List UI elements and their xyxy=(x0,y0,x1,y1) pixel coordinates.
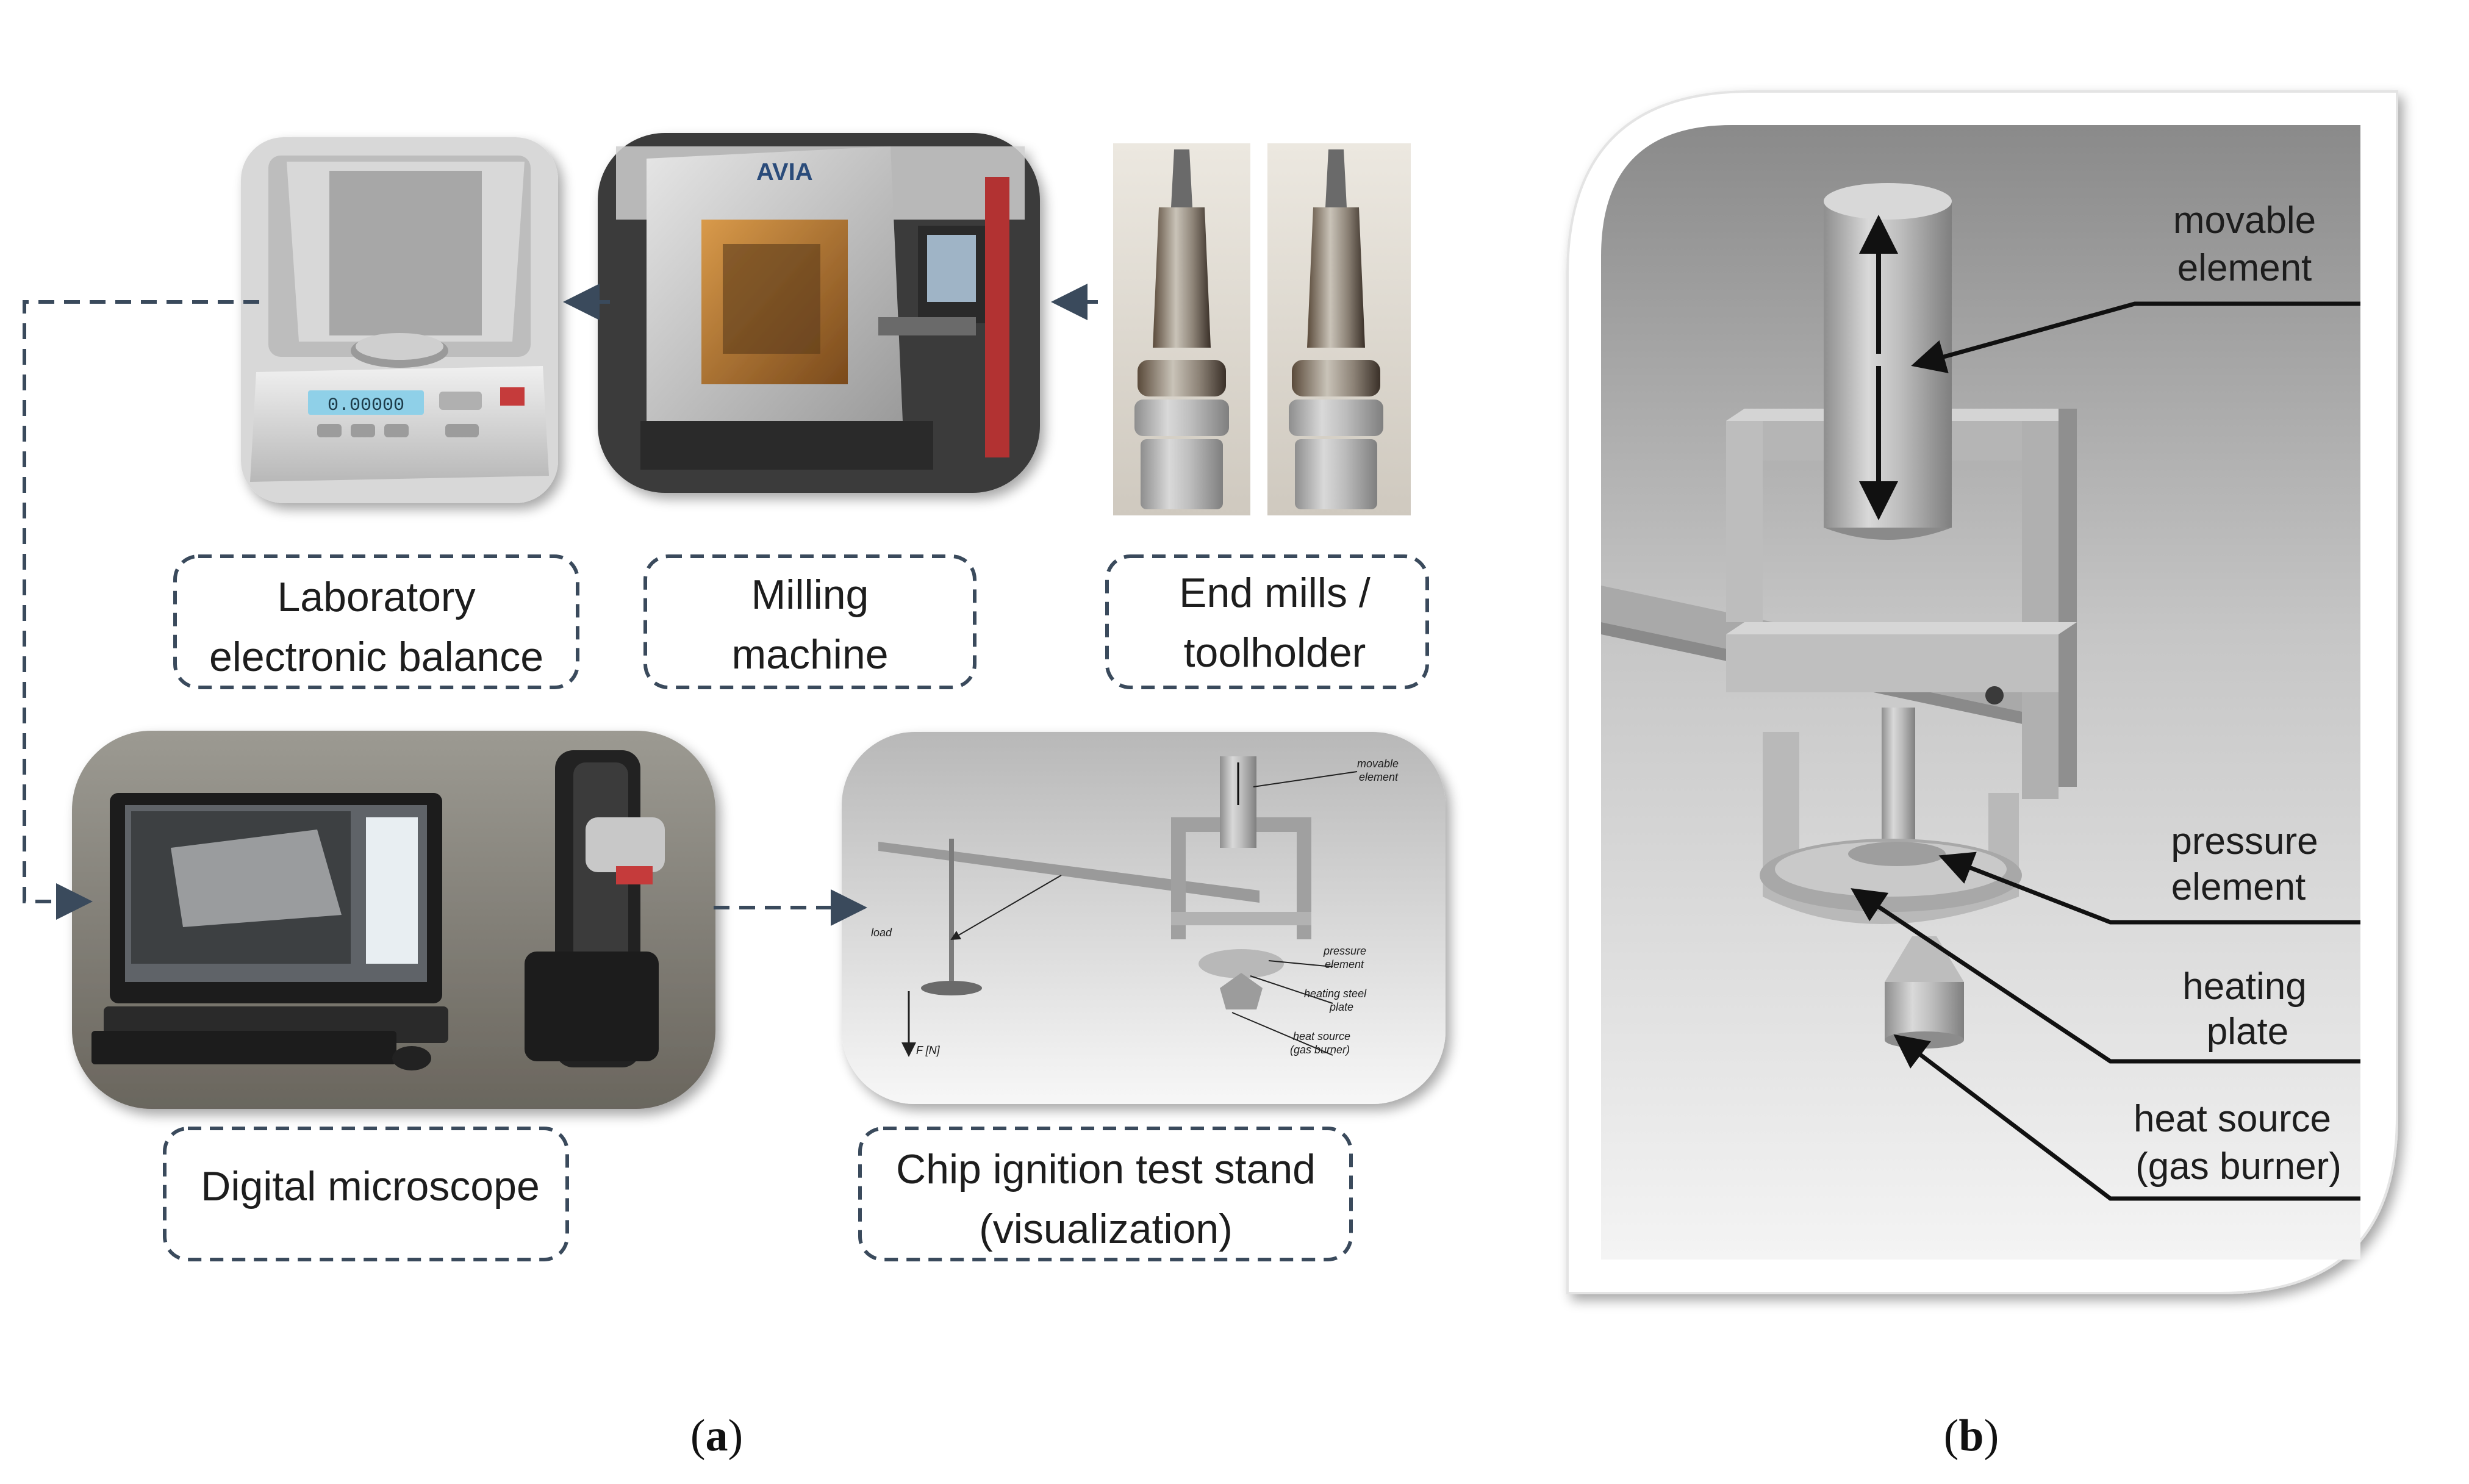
box-teststand xyxy=(858,1127,1353,1261)
mini-label-pressure-2: element xyxy=(1325,958,1364,970)
balance-display: 0.00000 xyxy=(328,395,404,416)
b-label-movable-1: movable xyxy=(2173,199,2316,242)
mini-label-heat-source-1: heat source xyxy=(1293,1030,1350,1042)
milling-machine-photo: AVIA xyxy=(598,133,1040,493)
connector-balance-to-microscope xyxy=(23,300,259,920)
box-microscope xyxy=(163,1127,569,1261)
mini-label-heat-source-2: (gas burner) xyxy=(1290,1044,1350,1056)
balance-photo: 0.00000 xyxy=(241,137,558,503)
flow-connectors xyxy=(23,284,1098,926)
b-label-movable-2: element xyxy=(2177,247,2312,289)
mini-label-movable-1: movable xyxy=(1357,758,1399,770)
mini-label-heating-1: heating steel xyxy=(1304,988,1367,1000)
teststand-label-line2: (visualization) xyxy=(979,1206,1233,1252)
end-mills-photo xyxy=(1113,143,1411,515)
endmills-label-line2: toolholder xyxy=(1184,629,1366,676)
box-labels: Laboratory electronic balance Milling ma… xyxy=(201,570,1371,1252)
panel-b-render: movable element pressure element heating… xyxy=(1566,90,2398,1294)
balance-label-line2: electronic balance xyxy=(209,634,543,680)
mini-label-load: load xyxy=(871,927,892,939)
svg-text:AVIA: AVIA xyxy=(756,159,813,185)
box-endmills xyxy=(1105,554,1429,689)
label-boxes xyxy=(163,554,1429,1261)
b-label-heating-1: heating xyxy=(2182,966,2306,1008)
mini-label-heating-2: plate xyxy=(1329,1001,1353,1013)
b-label-heat-source-2: (gas burner) xyxy=(2135,1145,2342,1188)
b-label-heating-2: plate xyxy=(2207,1011,2288,1053)
milling-label-line2: machine xyxy=(731,631,888,678)
mini-label-pressure-1: pressure xyxy=(1323,945,1366,957)
teststand-label-line1: Chip ignition test stand xyxy=(896,1146,1316,1192)
b-leader-pressure xyxy=(1938,851,2360,925)
mini-label-movable-2: element xyxy=(1359,771,1399,783)
panel-label-a: (a) xyxy=(690,1411,743,1461)
microscope-label: Digital microscope xyxy=(201,1163,540,1210)
panel-label-b: (b) xyxy=(1944,1411,1999,1461)
box-balance xyxy=(173,554,579,689)
test-stand-visualization: movable element load F [N] pressure elem… xyxy=(842,732,1446,1104)
digital-microscope-photo xyxy=(72,731,715,1109)
b-label-pressure-2: element xyxy=(2171,866,2306,908)
b-leader-movable xyxy=(1911,301,2360,373)
b-leader-heating xyxy=(1851,888,2360,1064)
b-leader-heat-source xyxy=(1893,1034,2360,1201)
milling-label-line1: Milling xyxy=(751,572,869,618)
box-milling xyxy=(643,554,976,689)
b-label-heat-source-1: heat source xyxy=(2134,1098,2331,1140)
mini-label-force: F [N] xyxy=(916,1044,941,1056)
balance-label-line1: Laboratory xyxy=(277,574,475,620)
endmills-label-line1: End mills / xyxy=(1179,570,1371,616)
b-label-pressure-1: pressure xyxy=(2171,820,2318,862)
